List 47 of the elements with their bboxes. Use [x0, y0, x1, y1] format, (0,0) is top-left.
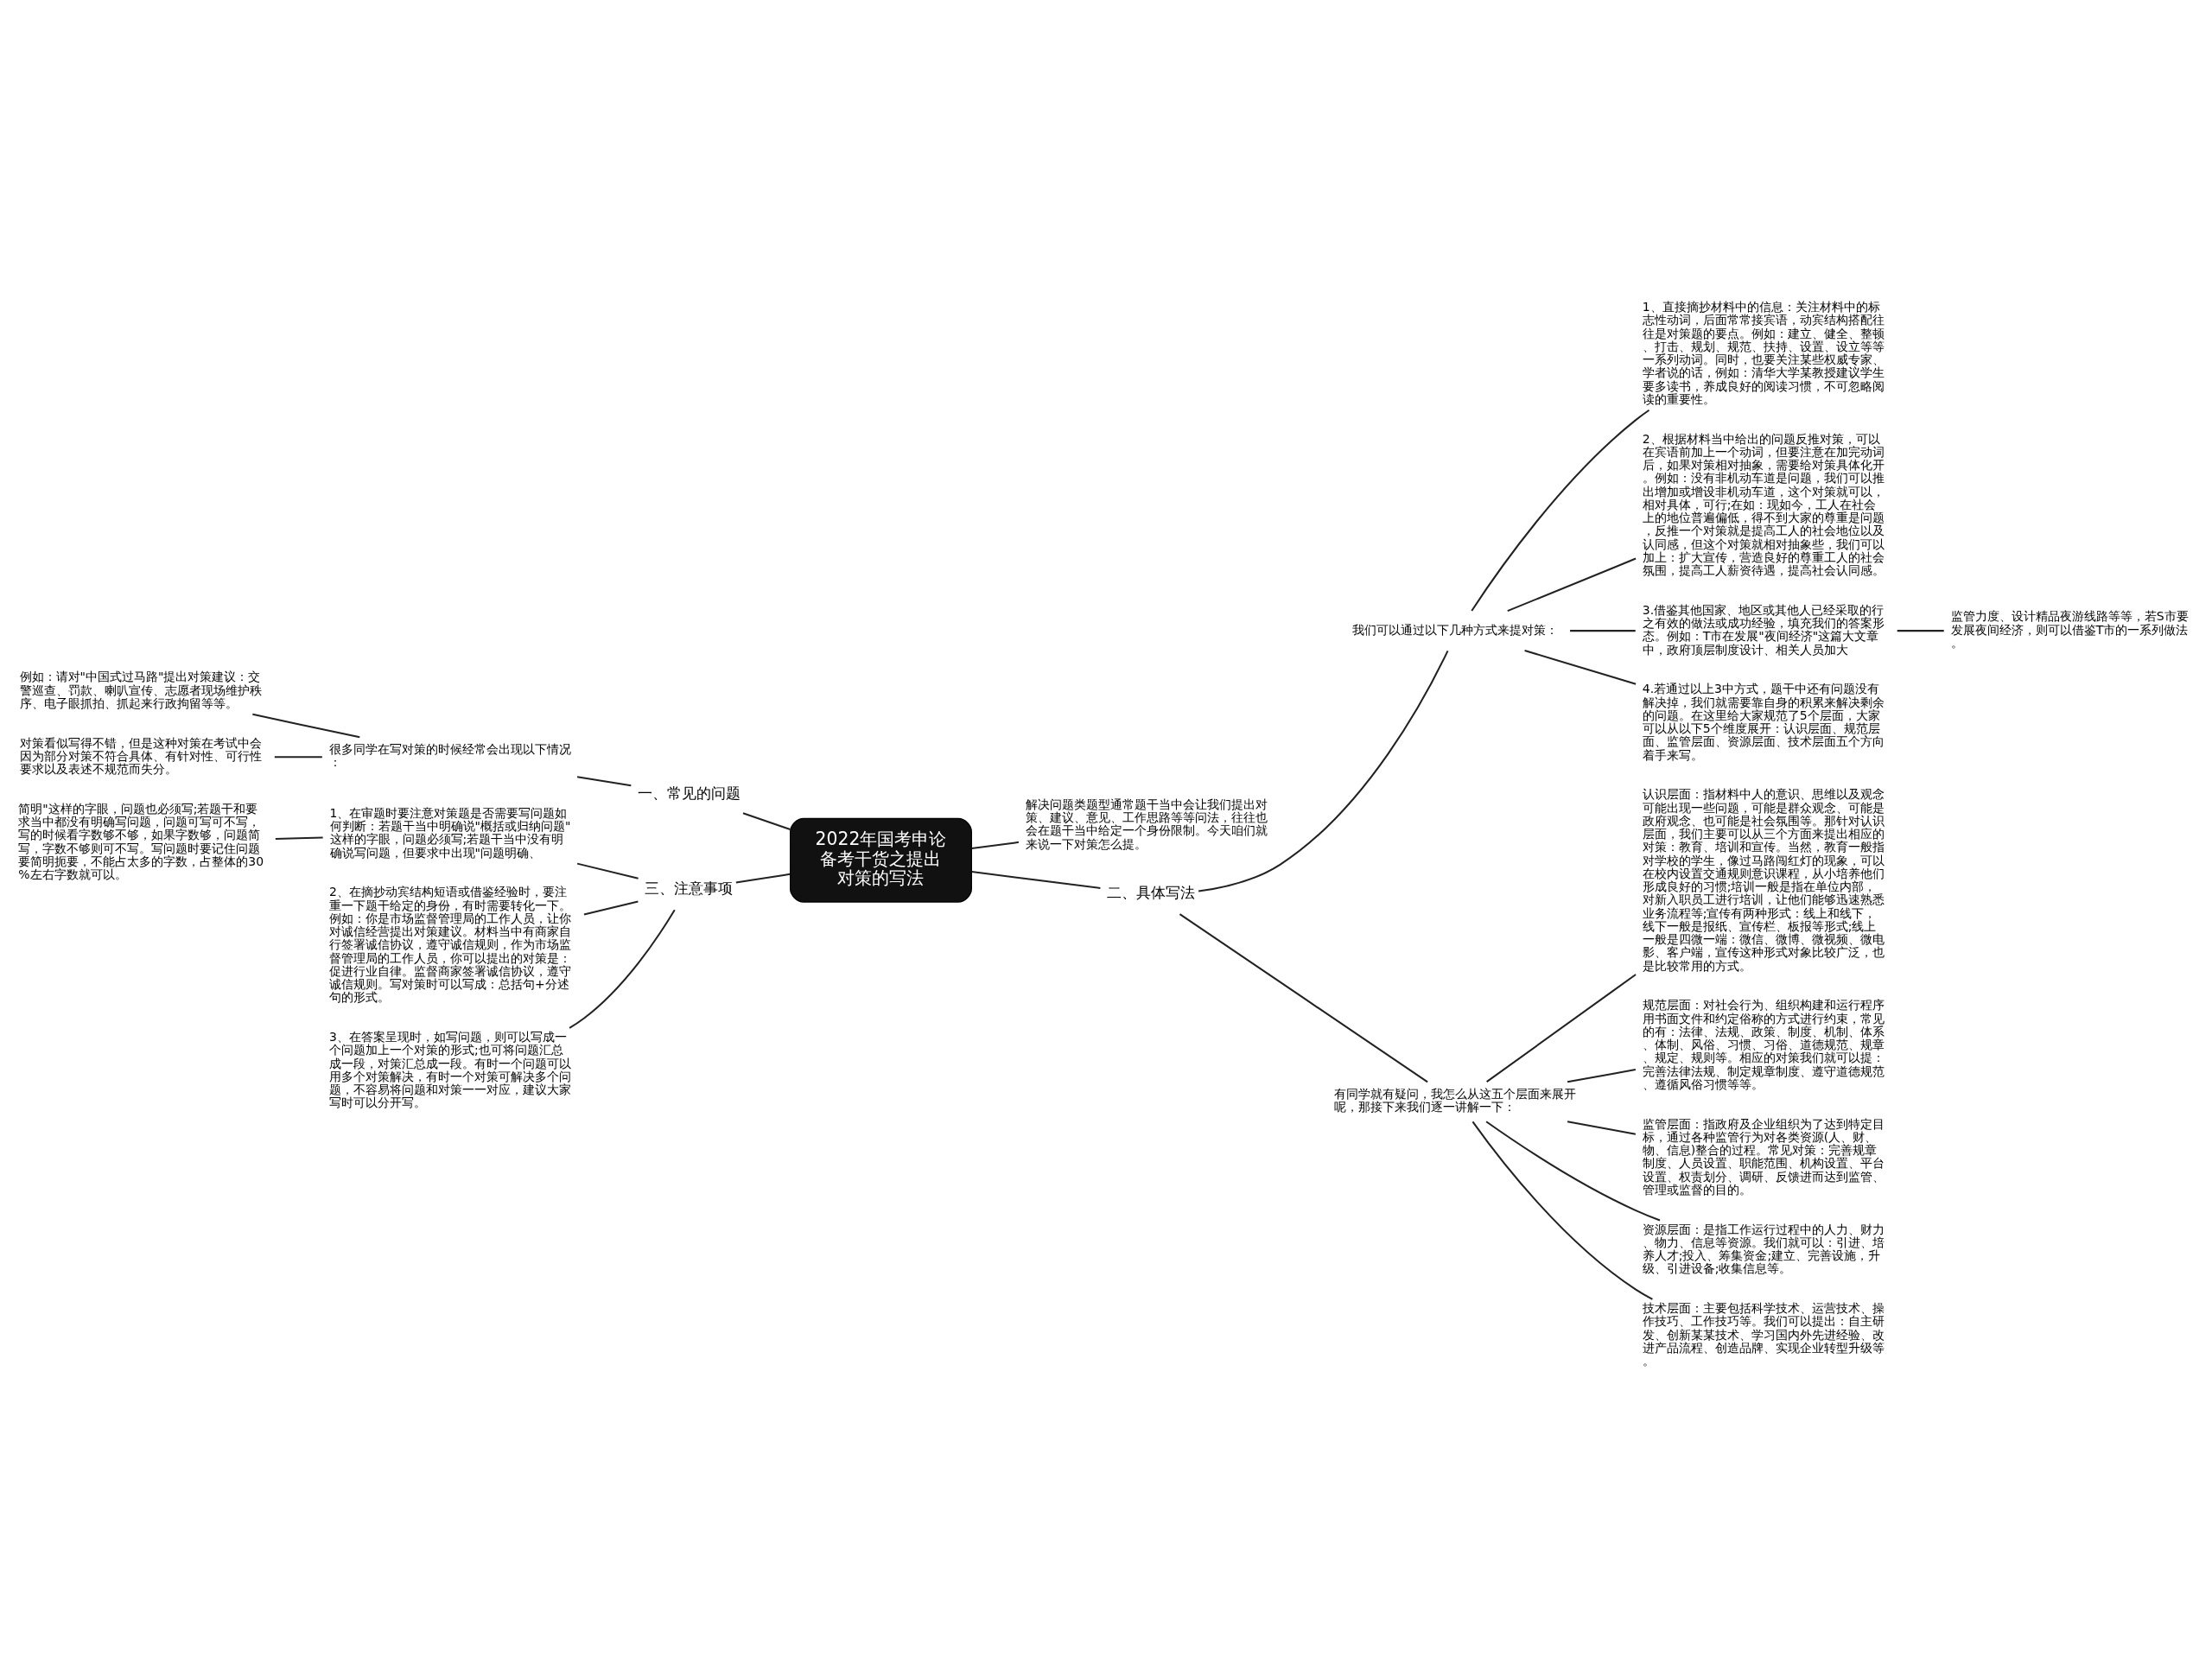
- connector: [735, 873, 791, 884]
- connector: [274, 756, 322, 759]
- node-text: 2、在摘抄动宾结构短语或借鉴经验时，要注重一下题干给定的身份，有时需要转化一下。例如：你是市场监督管理局的工作人员，让你对诚信经营提出对策建议。材料当中有商家自行签署诚信协议，遵守诚信规则，作为市场监督管理局的工作人员，你可以提出的对策是：促进行业自律。监督商家签署诚信协议，遵守诚信规则。写对策时可以写成：总括句+分述句的形式。: [328, 885, 571, 1005]
- node-text: 对策看似写得不错，但是这种对策在考试中会因为部分对策不符合具体、有针对性、可行性要求以及表述不规范而失分。: [19, 735, 262, 777]
- connector: [1897, 630, 1944, 632]
- node-text: 3.借鉴其他国家、地区或其他人已经采取的行之有效的做法或成功经验，填充我们的答案形态。例如：T市在发展"夜间经济"这篇大文章中，政府顶层制度设计、相关人员加大: [1642, 602, 1885, 657]
- node-text: 一、常见的问题: [638, 784, 741, 802]
- node-text: 很多同学在写对策的时候经常会出现以下情况：: [328, 742, 571, 770]
- connector: [1507, 557, 1637, 613]
- node-text: 认识层面：指材料中人的意识、思维以及观念可能出现一些问题，可能是群众观念、可能是政府观念、也可能是社会氛围等。那针对认识层面，我们主要可以从三个方面来提出相应的对策：教育、培训和宣传。当然，教育一般指对学校的学生，像过马路闯红灯的现象，可以在校内设置交通规则意识课程，从小培养他们形成良好的习惯;培训一般是指在单位内部，对新入职员工进行培训，让他们能够迅速熟悉业务流程等;宣传有两种形式：线上和线下，线下一般是报纸、宣传栏、板报等形式;线上一般是四微一端：微信、微博、微视频、微电影、客户端，宣传这种形式对象比较广泛，也是比较常用的方式。: [1642, 787, 1885, 973]
- node-text: 三、注意事项: [645, 880, 734, 898]
- node-text: 二、具体写法: [1107, 885, 1196, 902]
- connector: [1198, 650, 1449, 892]
- connector: [569, 909, 676, 1029]
- connector: [742, 812, 791, 830]
- connector: [971, 841, 1020, 850]
- connector: [1179, 913, 1428, 1083]
- node-text: 1、直接摘抄材料中的信息：关注材料中的标志性动词，后面常常接宾语，动宾结构搭配往往是对策题的要点。例如：建立、健全、整顿、打击、规划、规范、扶持、设置、设立等等一系列动词。同时，也要关注某些权威专家、学者说的话，例如：清华大学某教授建议学生要多读书，养成良好的阅读习惯，不可忽略阅读的重要性。: [1642, 300, 1885, 406]
- connector: [275, 836, 323, 841]
- node-box: 2022年国考申论备考干货之提出对策的写法: [790, 817, 972, 903]
- node-text: 例如：请对"中国式过马路"提出对策建议：交警巡查、罚款、喇叭宣传、志愿者现场维护秩序、电子眼抓拍、抓起来行政拘留等等。: [19, 670, 262, 710]
- connector: [1471, 1121, 1653, 1300]
- node-text: 资源层面：是指工作运行过程中的人力、财力、物力、信息等资源。我们就可以：引进、培养人才;投入、筹集资金;建立、完善设施，升级、引进设备;收集信息等。: [1642, 1222, 1885, 1276]
- connector: [971, 871, 1101, 890]
- node-text: 监管层面：指政府及企业组织为了达到特定目标，通过各种监管行为对各类资源(人、财、物、信息)整合的过程。常见对策：完善规章制度、人员设置、职能范围、机构设置、平台设置、权责划分、调研、反馈进而达到监管、管理或监督的目的。: [1642, 1116, 1885, 1197]
- connector: [1570, 630, 1636, 632]
- connector: [1567, 1121, 1637, 1135]
- connector: [1486, 974, 1637, 1083]
- connector: [1567, 1068, 1637, 1083]
- node-text: 规范层面：对社会行为、组织构建和运行程序用书面文件和约定俗称的方式进行约束，常见的有：法律、法规、政策、制度、机制、体系、体制、风俗、习惯、习俗、道德规范、规章、规定、规则等。相应的对策我们就可以提：完善法律法规、制定规章制度、遵守道德规范、遵循风俗习惯等等。: [1642, 998, 1885, 1091]
- node-text: 4.若通过以上3中方式，题干中还有问题没有解决掉，我们就需要靠自身的积累来解决剩余的问题。在这里给大家规范了5个层面，大家可以从以下5个维度展开：认识层面、规范层面、监管层面、资源层面、技术层面五个方向着手来写。: [1642, 682, 1885, 762]
- connector: [576, 862, 639, 879]
- node-text: 3、在答案呈现时，如写问题，则可以写成一个问题加上一个对策的形式;也可将问题汇总成一段，对策汇总成一段。有时一个问题可以用多个对策解决，有时一个对策可解决多个问题，不容易将问题和对策一一对应，建议大家写时可以分开写。: [328, 1030, 571, 1110]
- node-text: 解决问题类题型通常题干当中会让我们提出对策、建议、意见、工作思路等等问法，往往也会在题干当中给定一个身份限制。今天咱们就来说一下对策怎么提。: [1025, 797, 1268, 851]
- connector: [1485, 1121, 1661, 1222]
- node-text: 有同学就有疑问，我怎么从这五个层面来展开呢，那接下来我们逐一讲解一下：: [1333, 1087, 1576, 1114]
- node-text: 我们可以通过以下几种方式来提对策：: [1352, 622, 1559, 637]
- connector: [576, 776, 632, 787]
- node-text: 简明"这样的字眼，问题也必须写;若题干和要求当中都没有明确写问题，问题可写可不写，写的时候看字数够不够，如果字数够，问题简写，字数不够则可不写。写问题时要记住问题要简明扼要，不能占太多的字数，占整体的30%左右字数就可以。: [18, 801, 264, 882]
- node-text: 监管力度、设计精品夜游线路等等，若S市要发展夜间经济，则可以借鉴T市的一系列做法。: [1950, 609, 2189, 650]
- connector: [252, 713, 360, 739]
- node-text: 1、在审题时要注意对策题是否需要写问题如何判断：若题干当中明确说"概括或归纳问题"这样的字眼，问题必须写;若题干当中没有明确说写问题，但要求中出现"问题明确、: [329, 805, 571, 860]
- connector: [1524, 650, 1637, 685]
- connector: [583, 900, 639, 916]
- node-text: 2、根据材料当中给出的问题反推对策，可以在宾语前加上一个动词，但要注意在加完动词后，如果对策相对抽象，需要给对策具体化开。例如：没有非机动车道是问题，我们可以推出增加或增设非机动车道，这个对策就可以，相对具体，可行;在如：现如今，工人在社会上的地位普遍偏低，得不到大家的尊重是问题，反推一个对策就是提高工人的社会地位以及认同感，但这个对策就相对抽象些，我们可以加上：扩大宣传，营造良好的尊重工人的社会氛围，提高工人薪资待遇，提高社会认同感。: [1642, 431, 1885, 578]
- connector: [1471, 409, 1650, 612]
- node-text: 技术层面：主要包括科学技术、运营技术、操作技巧、工作技巧等。我们可以提出：自主研发、创新某某技术、学习国内外先进经验、改进产品流程、创造品牌、实现企业转型升级等。: [1642, 1301, 1885, 1368]
